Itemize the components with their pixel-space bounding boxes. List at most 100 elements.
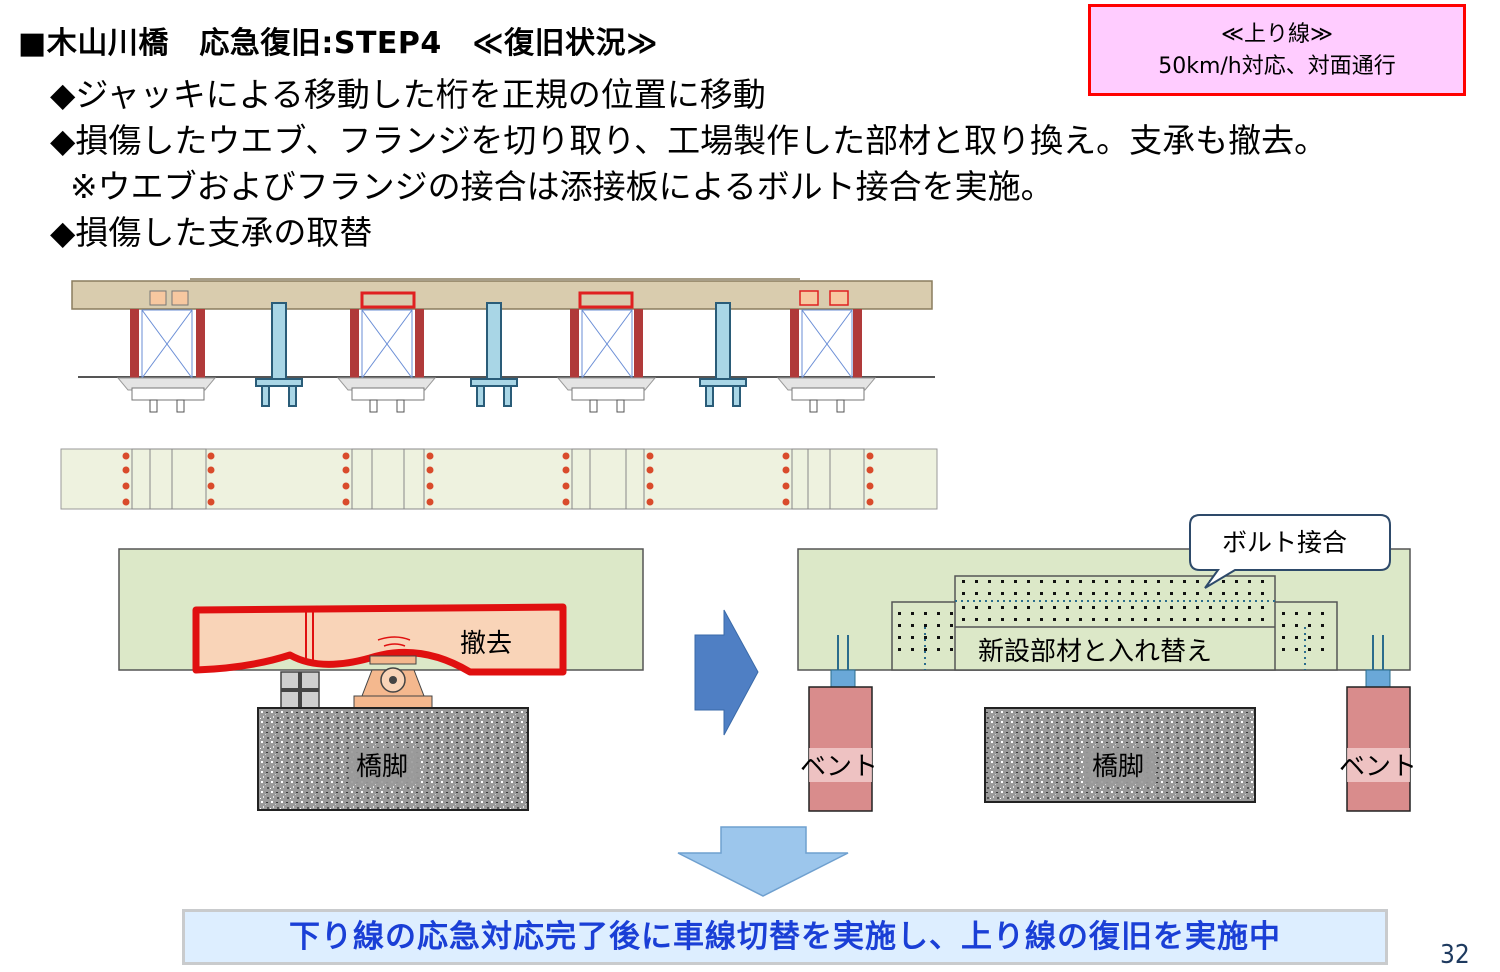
bolt-dot	[1066, 618, 1069, 621]
bolt-dot	[1118, 606, 1121, 609]
bolt-dot	[950, 636, 953, 639]
bolt-dot	[1235, 580, 1238, 583]
bolt-dot	[1131, 606, 1134, 609]
removed-label: 撤去	[460, 629, 512, 659]
bent-support-3	[556, 291, 657, 413]
bolt-dot	[1170, 580, 1173, 583]
bolt-dot	[1295, 648, 1298, 651]
bullet-item: ◆損傷した支承の取替	[50, 213, 373, 252]
bolt-dot	[1222, 592, 1225, 595]
bent-support-4	[776, 290, 877, 413]
bolt-dot	[1183, 606, 1186, 609]
bolt-dot	[975, 592, 978, 595]
bolt-dot	[1066, 606, 1069, 609]
bolt-dot	[1235, 606, 1238, 609]
bent-left-label: ベント	[800, 752, 878, 782]
bent-support-1	[116, 290, 217, 413]
bolt-dot	[1261, 580, 1264, 583]
detail-after: 新設部材と入れ替え ボルト接合 ベント ベント 橋脚	[797, 514, 1417, 812]
page-number: 32	[1440, 940, 1470, 970]
badge-line-2: 50km/h対応、対面通行	[1158, 54, 1396, 79]
down-arrow-icon	[677, 826, 849, 897]
jack-stack	[280, 671, 320, 709]
bolt-dot	[898, 636, 901, 639]
bolt-dot	[911, 648, 914, 651]
bolt-dot	[1196, 580, 1199, 583]
bolt-dot	[1001, 618, 1004, 621]
bolt-dot	[988, 618, 991, 621]
bullet-note: ※ウエブおよびフランジの接合は添接板によるボルト接合を実施。	[70, 167, 1054, 206]
bolt-dot	[1014, 592, 1017, 595]
bolt-dot	[1235, 618, 1238, 621]
bolt-dot	[1170, 606, 1173, 609]
bolt-dot	[1170, 592, 1173, 595]
bolt-dot	[1040, 618, 1043, 621]
bullet-item: ◆ジャッキによる移動した桁を正規の位置に移動	[50, 75, 766, 114]
bolt-dot	[1001, 592, 1004, 595]
bolt-dot	[937, 612, 940, 615]
bolt-dot	[1295, 624, 1298, 627]
elevation-view	[71, 278, 935, 413]
detail-before: 撤去 橋脚	[118, 548, 644, 811]
bolt-dot	[962, 580, 965, 583]
bolt-dot	[962, 592, 965, 595]
bolt-dot	[950, 624, 953, 627]
bolt-dot	[1170, 618, 1173, 621]
bolt-dot	[1183, 580, 1186, 583]
steel-pier-2	[470, 302, 518, 407]
bolt-dot	[1079, 580, 1082, 583]
bolt-dot	[1308, 624, 1311, 627]
bolt-dot	[1308, 612, 1311, 615]
bolt-callout: ボルト接合	[1189, 514, 1391, 589]
bolt-dot	[1144, 592, 1147, 595]
bolt-dot	[911, 636, 914, 639]
bolt-dot	[1261, 592, 1264, 595]
bolt-dot	[1261, 606, 1264, 609]
bolt-dot	[1222, 618, 1225, 621]
bolt-dot	[924, 636, 927, 639]
status-badge: ≪上り線≫ 50km/h対応、対面通行	[1088, 4, 1466, 96]
bolt-dot	[1295, 612, 1298, 615]
bolt-dot	[1235, 592, 1238, 595]
bolt-dot	[1079, 592, 1082, 595]
steel-pier-3	[699, 302, 747, 407]
bolt-dot	[1027, 618, 1030, 621]
bolt-dot	[1321, 636, 1324, 639]
bolt-dot	[1248, 606, 1251, 609]
bolt-dot	[1131, 618, 1134, 621]
bolt-dot	[988, 592, 991, 595]
bolt-dot	[1144, 618, 1147, 621]
bolt-dot	[1308, 648, 1311, 651]
bolt-dot	[1209, 618, 1212, 621]
bolt-dot	[1261, 618, 1264, 621]
page-title: ■木山川橋 応急復旧:STEP4 ≪復旧状況≫	[18, 26, 659, 61]
bolt-dot	[1131, 592, 1134, 595]
new-member-label: 新設部材と入れ替え	[978, 637, 1212, 667]
bolt-dot	[911, 624, 914, 627]
bolt-dot	[1105, 618, 1108, 621]
bolt-dot	[1040, 606, 1043, 609]
bolt-dot	[1027, 580, 1030, 583]
bolt-dot	[1209, 606, 1212, 609]
bolt-dot	[1196, 592, 1199, 595]
bolt-dot	[898, 648, 901, 651]
bolt-dot	[1282, 636, 1285, 639]
pier-right-label: 橋脚	[1092, 752, 1144, 782]
bolt-dot	[1282, 648, 1285, 651]
bolt-dot	[1105, 592, 1108, 595]
bolt-dot	[1079, 618, 1082, 621]
bolt-dot	[1092, 592, 1095, 595]
bolt-dot	[1053, 580, 1056, 583]
bolt-dot	[1014, 606, 1017, 609]
bolt-dot	[1295, 636, 1298, 639]
bolt-dot	[898, 624, 901, 627]
bent-left: ベント	[800, 635, 878, 812]
bolt-dot	[950, 648, 953, 651]
bolt-dot	[937, 636, 940, 639]
bolt-dot	[898, 612, 901, 615]
bolt-dot	[1144, 580, 1147, 583]
bolt-dot	[1066, 592, 1069, 595]
bolt-dot	[1092, 580, 1095, 583]
bolt-dot	[1157, 606, 1160, 609]
